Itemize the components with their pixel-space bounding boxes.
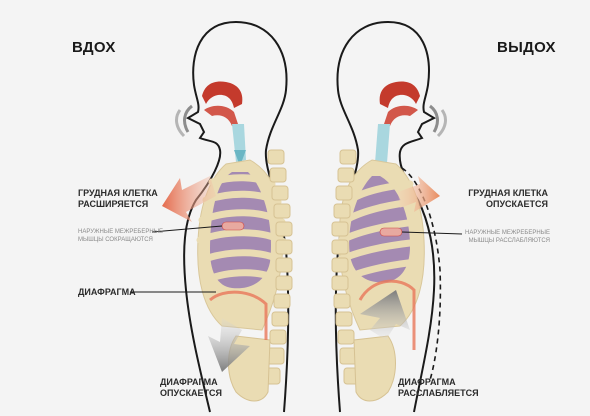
right-chest-label-line-2: ОПУСКАЕТСЯ	[442, 199, 548, 210]
left-diaphragm-label: ДИАФРАГМА	[78, 287, 136, 298]
left-bottom-label-line-2: ОПУСКАЕТСЯ	[160, 388, 222, 399]
exhale-title: ВЫДОХ	[497, 39, 556, 56]
left-chest-label: ГРУДНАЯ КЛЕТКА РАСШИРЯЕТСЯ	[78, 188, 158, 210]
right-oral-airway	[384, 106, 418, 126]
right-chest-label-line-1: ГРУДНАЯ КЛЕТКА	[442, 188, 548, 199]
right-bottom-label-line-2: РАССЛАБЛЯЕТСЯ	[398, 388, 479, 399]
right-muscles-label-line-2: МЫШЦЫ РАССЛАБЛЯЮТСЯ	[448, 237, 550, 245]
left-bottom-label: ДИАФРАГМА ОПУСКАЕТСЯ	[160, 377, 222, 399]
left-muscles-label: НАРУЖНЫЕ МЕЖРЕБЕРНЫЕ МЫШЦЫ СОКРАЩАЮТСЯ	[78, 228, 163, 244]
right-intercostal-marker	[380, 228, 402, 236]
left-airflow-arrow-2	[177, 110, 184, 136]
left-intercostal-marker	[222, 222, 244, 230]
right-pelvis	[354, 336, 396, 401]
inhale-title: ВДОХ	[72, 39, 116, 56]
inhale-figure	[130, 22, 292, 412]
left-chest-label-line-2: РАСШИРЯЕТСЯ	[78, 199, 158, 210]
left-muscles-label-line-2: МЫШЦЫ СОКРАЩАЮТСЯ	[78, 236, 163, 244]
right-nasal-airway	[380, 82, 420, 108]
right-bottom-label-line-1: ДИАФРАГМА	[398, 377, 479, 388]
left-bottom-label-line-1: ДИАФРАГМА	[160, 377, 222, 388]
exhale-figure	[332, 22, 462, 412]
left-nasal-airway	[202, 82, 242, 108]
right-chest-label: ГРУДНАЯ КЛЕТКА ОПУСКАЕТСЯ	[442, 188, 548, 210]
right-airflow-arrow-2	[438, 110, 445, 136]
right-bottom-label: ДИАФРАГМА РАССЛАБЛЯЕТСЯ	[398, 377, 479, 399]
left-muscles-label-line-1: НАРУЖНЫЕ МЕЖРЕБЕРНЫЕ	[78, 228, 163, 236]
right-muscles-label-line-1: НАРУЖНЫЕ МЕЖРЕБЕРНЫЕ	[448, 229, 550, 237]
right-muscles-label: НАРУЖНЫЕ МЕЖРЕБЕРНЫЕ МЫШЦЫ РАССЛАБЛЯЮТСЯ	[448, 229, 550, 245]
left-chest-label-line-1: ГРУДНАЯ КЛЕТКА	[78, 188, 158, 199]
left-oral-airway	[204, 106, 238, 126]
